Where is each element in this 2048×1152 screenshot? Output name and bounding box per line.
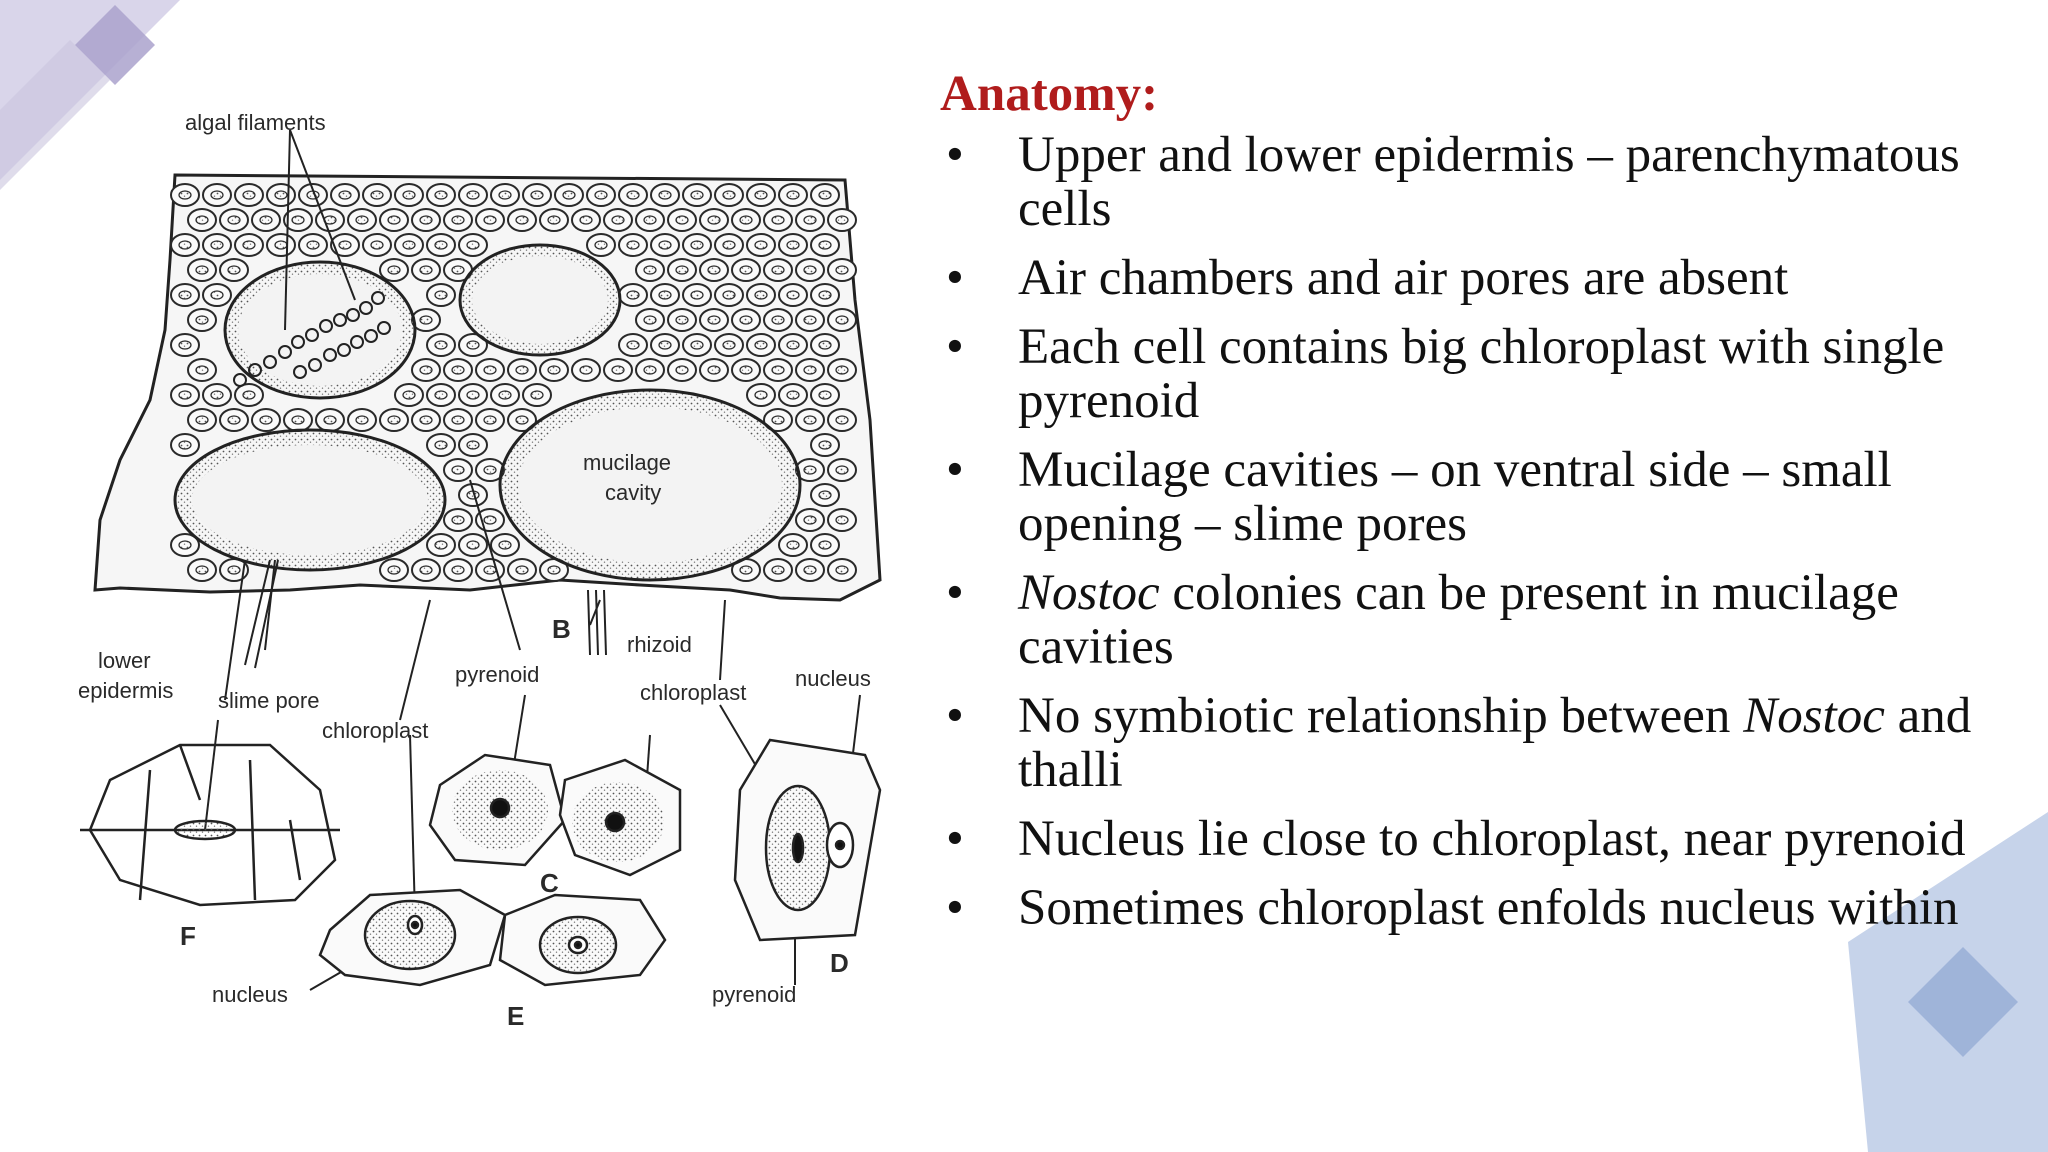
figure-F-slime-pore — [80, 743, 340, 907]
figure-C-cells — [428, 753, 682, 877]
figure-D-cell — [733, 738, 882, 942]
label-lower: lower — [98, 648, 151, 673]
bullet-text: colonies can be present in mucilage cavi… — [1018, 565, 1899, 675]
label-algal-filaments: algal filaments — [185, 110, 326, 135]
bullet-item: • Mucilage cavities – on ventral side – s… — [940, 443, 2020, 551]
bullet-dot: • — [946, 319, 964, 375]
label-nucleus-right: nucleus — [795, 666, 871, 691]
label-F: F — [180, 921, 196, 951]
bottom-right-decoration — [1848, 812, 2048, 1152]
bullet-dot: • — [946, 565, 964, 621]
label-B: B — [552, 614, 571, 644]
bullet-item: • Nucleus lie close to chloroplast, near … — [940, 812, 2020, 866]
bullet-item: • Upper and lower epidermis – parenchymat… — [940, 128, 2020, 236]
bullet-italic-text: Nostoc — [1743, 688, 1885, 744]
bullet-item: • Each cell contains big chloroplast with… — [940, 320, 2020, 428]
bullet-item: • Nostoc colonies can be present in mucil… — [940, 566, 2020, 674]
label-D: D — [830, 948, 849, 978]
thallus-anatomy-diagram: algal filaments mucilage cavity lower ep… — [78, 110, 882, 1031]
anatomy-text-panel: Anatomy: • Upper and lower epidermis – pa… — [940, 62, 2020, 950]
label-chloroplast-left: chloroplast — [322, 718, 428, 743]
label-nucleus-bottom: nucleus — [212, 982, 288, 1007]
bullet-text: Mucilage cavities – on ventral side – sm… — [1018, 442, 1892, 552]
epidermal-cells — [170, 183, 857, 582]
bullet-text: Sometimes chloroplast enfolds nucleus wi… — [1018, 880, 1959, 936]
bullet-item: • Sometimes chloroplast enfolds nucleus w… — [940, 881, 2020, 935]
figure-E-cells — [318, 888, 667, 987]
bullet-dot: • — [946, 811, 964, 867]
label-C: C — [540, 868, 559, 898]
label-E: E — [507, 1001, 524, 1031]
label-pyrenoid-top: pyrenoid — [455, 662, 539, 687]
bullet-italic-text: Nostoc — [1018, 565, 1160, 621]
bullet-list: • Upper and lower epidermis – parenchymat… — [940, 128, 2020, 935]
bullet-text: Upper and lower epidermis – parenchymato… — [1018, 127, 1960, 237]
label-slime-pore: slime pore — [218, 688, 319, 713]
label-rhizoid: rhizoid — [627, 632, 692, 657]
bullet-dot: • — [946, 250, 964, 306]
label-pyrenoid-bottom: pyrenoid — [712, 982, 796, 1007]
bullet-dot: • — [946, 442, 964, 498]
bullet-text: No symbiotic relationship between — [1018, 688, 1744, 744]
label-chloroplast-right: chloroplast — [640, 680, 746, 705]
label-mucilage: mucilage — [583, 450, 671, 475]
nostoc-filaments — [233, 291, 391, 387]
bullet-dot: • — [946, 688, 964, 744]
slide-heading: Anatomy: — [940, 66, 1159, 122]
bullet-dot: • — [946, 880, 964, 936]
label-epidermis: epidermis — [78, 678, 173, 703]
label-cavity: cavity — [605, 480, 661, 505]
bullet-text: Each cell contains big chloroplast with … — [1018, 319, 1945, 429]
bullet-dot: • — [946, 127, 964, 183]
bullet-text: and thalli — [1018, 688, 1972, 798]
top-left-decoration — [0, 0, 180, 190]
bullet-item: • Air chambers and air pores are absent — [940, 251, 2020, 305]
bullet-item: • No symbiotic relationship between Nosto… — [940, 689, 2020, 797]
bullet-text: Nucleus lie close to chloroplast, near p… — [1018, 811, 1966, 867]
bullet-text: Air chambers and air pores are absent — [1018, 250, 1789, 306]
